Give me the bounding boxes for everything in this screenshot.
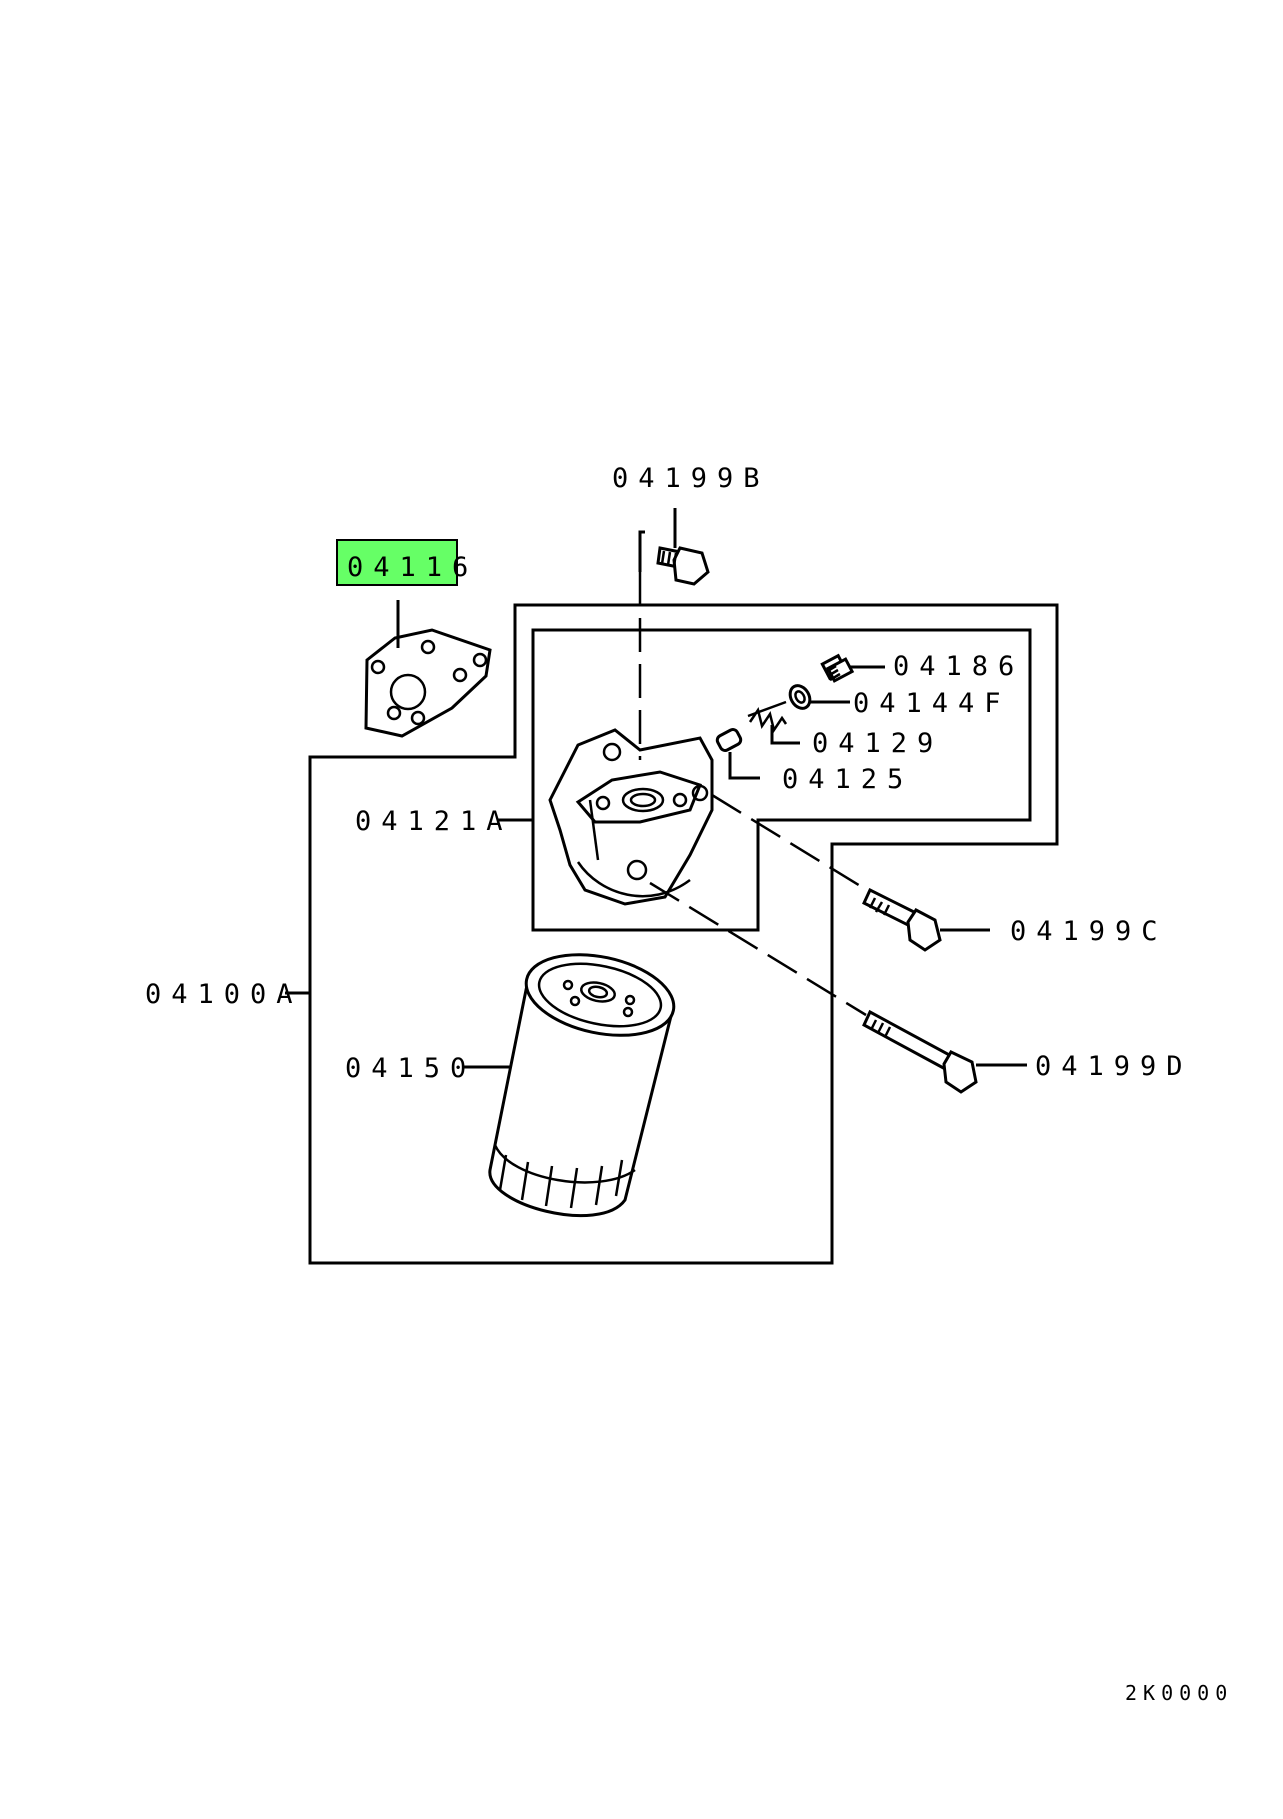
label-04199D[interactable]: 04199D <box>1035 1051 1193 1082</box>
label-04121A[interactable]: 04121A <box>355 806 513 837</box>
highlight-box-04116 <box>336 539 458 586</box>
leader-lines <box>285 508 1027 1069</box>
label-04144F[interactable]: 04144F <box>853 688 1011 719</box>
valve-part-04125[interactable] <box>715 728 743 752</box>
subassembly-outline-04121A <box>531 628 1032 932</box>
plug-part-04186[interactable] <box>820 653 855 683</box>
bolt-part-04199B[interactable] <box>656 546 710 586</box>
washer-part-04144F[interactable] <box>786 682 814 712</box>
label-04199C[interactable]: 04199C <box>1010 916 1168 947</box>
label-04129[interactable]: 04129 <box>812 728 943 759</box>
label-04186[interactable]: 04186 <box>893 651 1024 682</box>
bolt-part-04199D[interactable] <box>862 1009 978 1094</box>
label-04116[interactable]: 04116 <box>347 552 478 583</box>
label-04100A[interactable]: 04100A <box>145 979 303 1010</box>
gasket-part-04116[interactable] <box>364 628 492 738</box>
label-04199B[interactable]: 04199B <box>612 463 770 494</box>
bolt-part-04199C[interactable] <box>862 887 942 952</box>
diagram-code: 2K0000 <box>1125 1681 1233 1705</box>
label-04125[interactable]: 04125 <box>782 764 913 795</box>
assembly-outline-04100A <box>308 603 1059 1265</box>
oil-filter-part-04150[interactable] <box>488 942 681 1218</box>
label-04150[interactable]: 04150 <box>345 1053 476 1084</box>
spring-part-04129[interactable] <box>747 700 788 734</box>
filter-bracket-part-04121A[interactable] <box>548 728 714 906</box>
